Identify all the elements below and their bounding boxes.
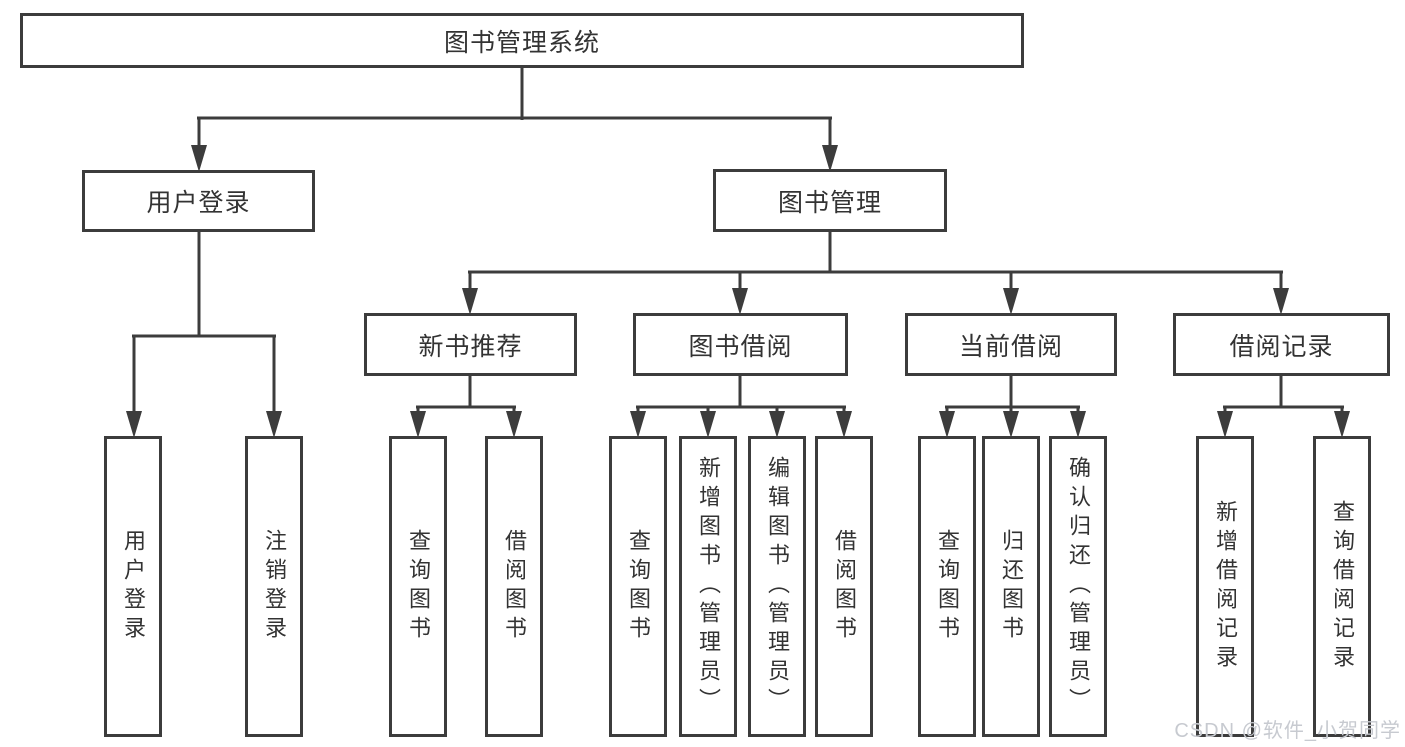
node-borrowing-records: 借阅记录 — [1173, 313, 1390, 376]
node-label: 新增图书（管理员） — [696, 456, 721, 717]
node-label: 用户登录 — [121, 528, 146, 645]
node-label: 借阅图书 — [832, 528, 857, 645]
node-book-management: 图书管理 — [713, 169, 947, 232]
node-label: 新增借阅记录 — [1213, 499, 1238, 674]
node-label: 查询图书 — [935, 528, 960, 645]
leaf-query-borrow-record: 查询借阅记录 — [1313, 436, 1371, 737]
leaf-edit-books-admin: 编辑图书（管理员） — [748, 436, 806, 737]
node-user-login: 用户登录 — [82, 170, 315, 232]
node-label: 编辑图书（管理员） — [765, 456, 790, 717]
node-book-borrowing: 图书借阅 — [633, 313, 848, 376]
node-root-library-system: 图书管理系统 — [20, 13, 1024, 68]
node-label: 图书管理系统 — [443, 28, 600, 57]
leaf-borrow-books-recommend: 借阅图书 — [485, 436, 543, 737]
leaf-query-books-recommend: 查询图书 — [389, 436, 447, 737]
node-label: 用户登录 — [146, 189, 251, 217]
leaf-confirm-return-admin: 确认归还（管理员） — [1049, 436, 1107, 737]
node-label: 新书推荐 — [418, 332, 523, 361]
arrowheads — [126, 145, 1350, 438]
node-current-borrowing: 当前借阅 — [905, 313, 1117, 376]
node-label: 图书借阅 — [688, 332, 793, 361]
leaf-add-borrow-record: 新增借阅记录 — [1196, 436, 1254, 737]
leaf-query-books-borrowing: 查询图书 — [609, 436, 667, 737]
leaf-user-login: 用户登录 — [104, 436, 162, 737]
leaf-query-books-current: 查询图书 — [918, 436, 976, 737]
node-label: 图书管理 — [777, 188, 882, 217]
csdn-watermark: CSDN @软件_小贺同学 — [1174, 720, 1401, 742]
node-label: 注销登录 — [262, 528, 287, 645]
node-label: 查询借阅记录 — [1330, 499, 1355, 674]
node-label: 当前借阅 — [958, 332, 1063, 361]
leaf-borrow-books: 借阅图书 — [815, 436, 873, 737]
leaf-add-books-admin: 新增图书（管理员） — [679, 436, 737, 737]
leaf-logout: 注销登录 — [245, 436, 303, 737]
node-label: 确认归还（管理员） — [1066, 456, 1091, 717]
node-label: 查询图书 — [626, 528, 651, 645]
node-label: 归还图书 — [999, 528, 1024, 645]
node-label: 查询图书 — [406, 528, 431, 645]
node-label: 借阅图书 — [502, 528, 527, 645]
node-label: 借阅记录 — [1229, 332, 1334, 361]
leaf-return-books: 归还图书 — [982, 436, 1040, 737]
node-new-book-recommendation: 新书推荐 — [364, 313, 577, 376]
